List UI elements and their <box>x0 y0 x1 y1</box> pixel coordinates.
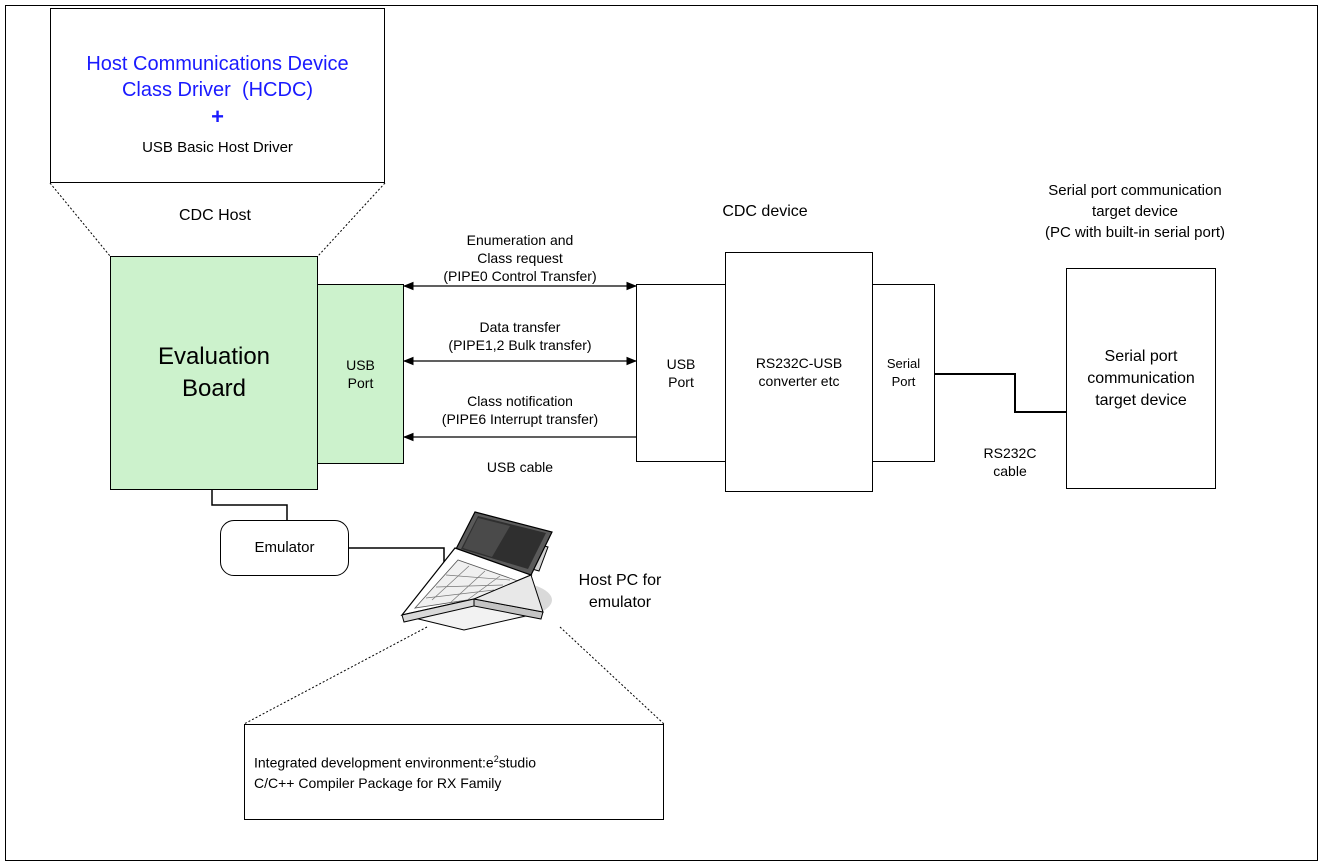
usb-basic-host-driver: USB Basic Host Driver <box>142 138 293 156</box>
ide-line1: Integrated development environment:e2stu… <box>254 749 663 773</box>
rs232c-cable-line2: cable <box>993 463 1027 479</box>
rs232c-cable-label: RS232C cable <box>975 444 1045 480</box>
ide-line2: C/C++ Compiler Package for RX Family <box>254 774 502 791</box>
serial-port-line2: Port <box>891 374 916 389</box>
laptop-icon <box>400 511 553 631</box>
host-pc-line1: Host PC for <box>578 572 662 589</box>
notify-label-line2: (PIPE6 Interrupt transfer) <box>441 411 599 427</box>
host-pc-line2: emulator <box>588 594 652 611</box>
enum-label-line2: Class request <box>477 250 563 266</box>
enum-label-line1: Enumeration and <box>466 232 574 248</box>
serial-target-device: Serial port communication target device <box>1066 268 1216 489</box>
converter-line1: RS232C-USB <box>755 355 843 371</box>
target-label-line1: Serial port communication <box>1048 182 1222 199</box>
ide-line1-sup: 2 <box>493 754 499 764</box>
target-box-line3: target device <box>1095 391 1187 409</box>
data-label-line2: (PIPE1,2 Bulk transfer) <box>448 337 592 353</box>
serial-port: Serial Port <box>872 284 935 462</box>
host-usb-port-line1: USB <box>346 357 375 373</box>
cdc-host-label: CDC Host <box>178 207 251 224</box>
host-pc-label: Host PC for emulator <box>560 570 680 614</box>
hcdc-title-line1: Host Communications Device <box>86 52 349 75</box>
target-label-line3: (PC with built-in serial port) <box>1044 224 1226 241</box>
data-transfer-label: Data transfer (PIPE1,2 Bulk transfer) <box>404 318 636 354</box>
zoom-line-right <box>317 182 386 257</box>
data-label-line1: Data transfer <box>479 319 561 335</box>
class-notify-label: Class notification (PIPE6 Interrupt tran… <box>404 392 636 428</box>
zoom-line-ide-right <box>559 626 665 725</box>
hcdc-driver-box: Host Communications Device Class Driver … <box>50 8 385 183</box>
evaluation-board: Evaluation Board <box>110 256 318 490</box>
host-usb-port-line2: Port <box>347 375 374 391</box>
target-box-line2: communication <box>1087 369 1195 387</box>
device-usb-port: USB Port <box>636 284 726 462</box>
rs232c-cable-line1: RS232C <box>983 445 1037 461</box>
notify-label-line1: Class notification <box>467 393 573 409</box>
target-device-label: Serial port communication target device … <box>1005 180 1265 243</box>
enum-label-line3: (PIPE0 Control Transfer) <box>443 268 597 284</box>
host-usb-port: USB Port <box>317 284 404 464</box>
ide-line1-prefix: Integrated development environment:e <box>254 754 494 771</box>
zoom-line-left <box>49 182 111 257</box>
converter-line2: converter etc <box>758 373 840 389</box>
emulator-box: Emulator <box>220 520 349 576</box>
ide-box: Integrated development environment:e2stu… <box>244 724 664 820</box>
board-emulator-cable <box>211 490 288 520</box>
serial-port-line1: Serial <box>886 356 921 371</box>
zoom-line-ide-left <box>243 626 428 725</box>
hcdc-title-line2: Class Driver (HCDC) <box>121 78 314 101</box>
emulator-label: Emulator <box>254 539 315 556</box>
enum-label: Enumeration and Class request (PIPE0 Con… <box>404 231 636 285</box>
rs232c-cable-line <box>935 373 1066 413</box>
evaluation-board-line1: Evaluation <box>157 343 271 370</box>
target-label-line2: target device <box>1092 203 1178 220</box>
evaluation-board-line2: Board <box>181 375 247 402</box>
usb-cable-label: USB cable <box>486 459 554 475</box>
plus-sign: + <box>211 103 224 129</box>
device-usb-port-line1: USB <box>666 356 696 372</box>
ide-line1-suffix: studio <box>498 754 537 771</box>
device-usb-port-line2: Port <box>668 374 694 390</box>
target-box-line1: Serial port <box>1104 347 1178 365</box>
cdc-device-label: CDC device <box>722 203 808 220</box>
rs232c-usb-converter: RS232C-USB converter etc <box>725 252 873 492</box>
emulator-pc-cable <box>349 547 445 565</box>
